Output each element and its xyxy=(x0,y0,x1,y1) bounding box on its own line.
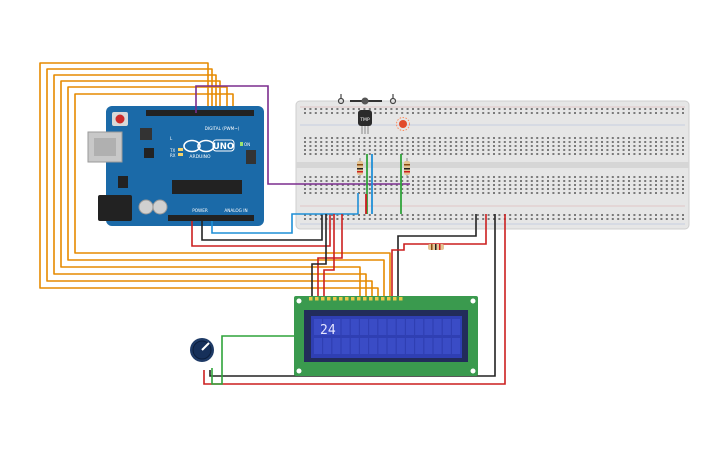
breadboard-jumpers[interactable] xyxy=(365,154,402,214)
on-led-label: ON xyxy=(244,142,250,147)
power-jack[interactable] xyxy=(98,195,132,221)
lcd-character-cells xyxy=(314,319,460,354)
board-maker-label: ARDUINO xyxy=(189,154,211,160)
red-led[interactable] xyxy=(396,117,410,131)
icsp-header-2 xyxy=(246,150,256,164)
temperature-sensor[interactable]: TMP xyxy=(358,110,372,134)
lcd-module[interactable]: 24 xyxy=(294,296,478,376)
resistor-right[interactable] xyxy=(404,158,410,178)
icsp-header xyxy=(140,128,152,140)
board-brand-label: UNO xyxy=(213,142,234,152)
purple-wire[interactable] xyxy=(195,85,410,185)
breadboard[interactable] xyxy=(295,100,690,230)
arduino-uno-board[interactable]: UNO ARDUINO DIGITAL (PWM~) POWER ANALOG … xyxy=(87,106,264,226)
slider-handle-icon[interactable] xyxy=(361,97,369,105)
breadboard-holes xyxy=(304,108,684,220)
l-led-label: L xyxy=(170,136,173,141)
temperature-slider[interactable] xyxy=(337,94,397,105)
resistor-left[interactable] xyxy=(357,158,363,178)
digital-header-label: DIGITAL (PWM~) xyxy=(205,126,240,131)
power-header-label: POWER xyxy=(192,208,208,213)
backlight-resistor[interactable] xyxy=(428,244,444,250)
microcontroller-chip xyxy=(172,180,242,194)
board-power-wires[interactable] xyxy=(191,193,359,247)
lcd-temperature-reading: 24 xyxy=(320,323,336,338)
rx-label: RX xyxy=(170,153,176,158)
tx-label: TX xyxy=(169,148,175,153)
power-analog-header[interactable] xyxy=(168,215,254,221)
analog-header-label: ANALOG IN xyxy=(224,208,247,213)
potentiometer-knob-icon[interactable] xyxy=(201,342,210,351)
sensor-label: TMP xyxy=(359,117,370,123)
potentiometer[interactable] xyxy=(190,338,214,362)
digital-header[interactable] xyxy=(146,110,254,116)
arduino-logo-icon xyxy=(183,139,215,153)
orange-wire-bundle[interactable] xyxy=(39,62,391,298)
lcd-pin-header[interactable] xyxy=(309,297,403,301)
